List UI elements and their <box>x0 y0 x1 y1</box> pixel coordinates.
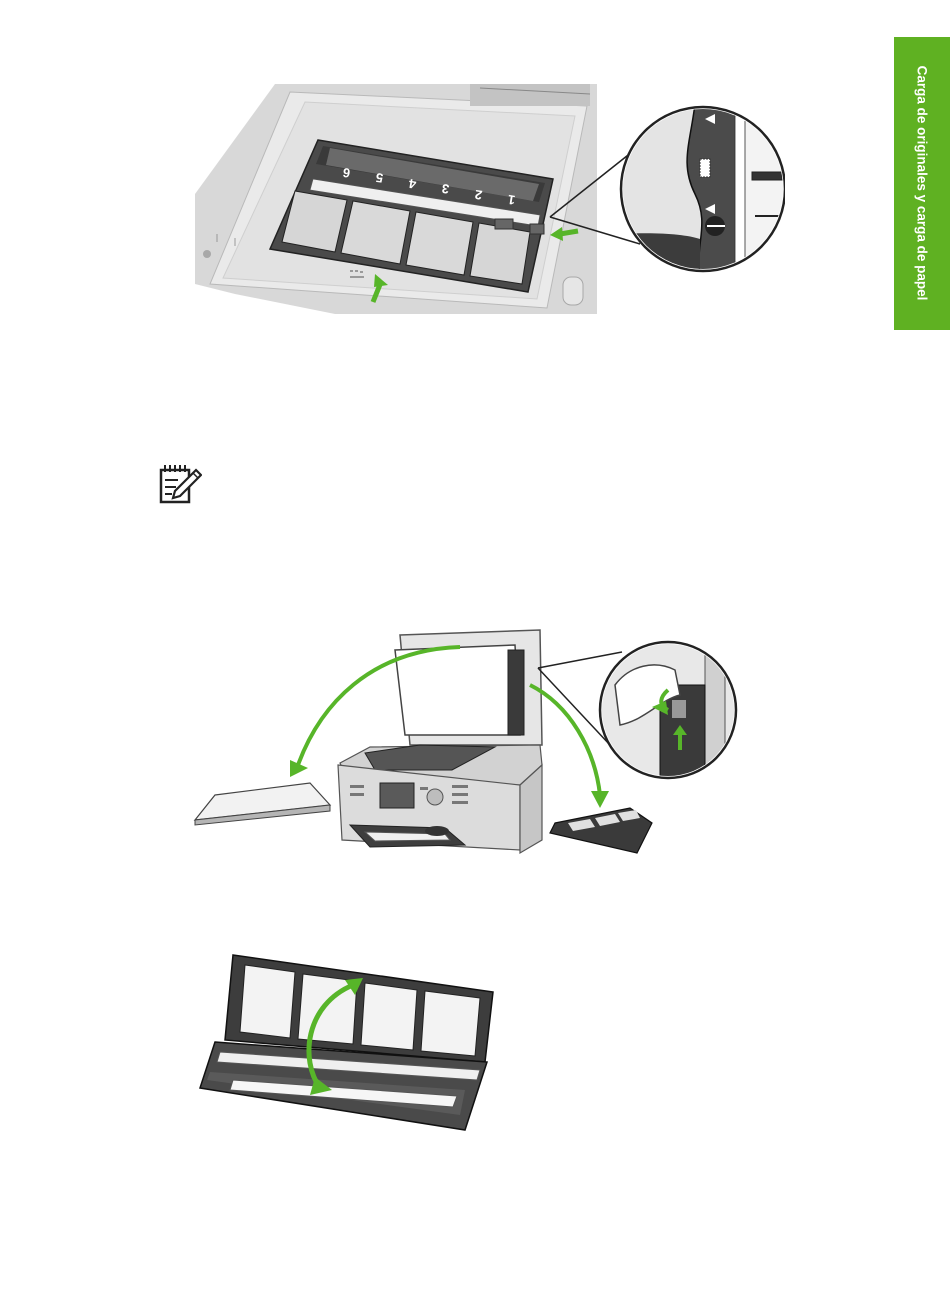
film-holder <box>550 808 652 853</box>
note-pencil-icon <box>158 462 202 506</box>
figure-film-holder-open <box>195 950 495 1135</box>
figure-film-holder-on-glass: 6 5 4 3 2 1 <box>195 84 785 314</box>
magnified-detail <box>600 640 740 780</box>
printer <box>338 745 542 853</box>
scanner-lid <box>395 630 542 745</box>
chapter-tab-label: Carga de originales y carga de papel <box>914 53 931 313</box>
chapter-side-tab: Carga de originales y carga de papel <box>894 37 950 330</box>
magnified-detail <box>621 104 785 274</box>
figure-printer-lid-open <box>190 625 745 860</box>
lid-backing <box>195 783 330 825</box>
